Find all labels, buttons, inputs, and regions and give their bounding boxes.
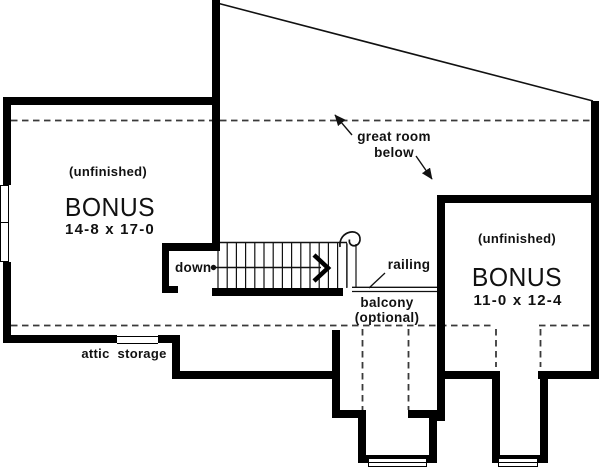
wall-left-room-top xyxy=(3,97,219,105)
wall-chimney2-shaft-left xyxy=(492,371,500,463)
great-room-label-line1: great room xyxy=(357,129,431,144)
chimney1-vent xyxy=(368,458,427,467)
roof-line xyxy=(216,2,594,102)
chimney2-vent xyxy=(498,458,538,467)
wall-left-room-bottom-a xyxy=(3,335,117,343)
down-arrow xyxy=(210,253,332,283)
bonus-right-dimensions: 11-0 x 12-4 xyxy=(473,292,563,309)
wall-chimney1-shaft-left xyxy=(358,410,366,463)
wall-long-bottom xyxy=(172,371,340,379)
wall-right-outer xyxy=(591,101,599,379)
railing-leader-line xyxy=(368,272,386,289)
dashed-attic-lines xyxy=(11,119,591,410)
great-room-arrow-upper xyxy=(334,114,353,136)
window-symbol xyxy=(0,185,9,262)
attic-access-opening xyxy=(117,336,158,344)
wall-chimney1-step-right xyxy=(408,410,445,418)
wall-right-room-bottom-a xyxy=(437,371,500,379)
balcony-label-line2: (optional) xyxy=(354,309,420,325)
balcony-label: balcony (optional) xyxy=(354,295,420,325)
wall-center-vertical xyxy=(212,0,220,251)
wall-stair-top xyxy=(162,243,219,251)
wall-left-outer-lower xyxy=(3,262,11,343)
great-room-arrow-lower xyxy=(415,155,433,180)
railing-label: railing xyxy=(387,257,431,272)
wall-right-room-left xyxy=(437,195,445,421)
railing-volute xyxy=(339,231,361,248)
stairs xyxy=(217,241,357,288)
down-label: down xyxy=(175,260,212,275)
great-room-label-line2: below xyxy=(374,144,414,160)
wall-chimney2-shaft-right xyxy=(540,371,548,463)
wall-stair-foot xyxy=(162,286,178,293)
balcony-label-line1: balcony xyxy=(360,295,414,310)
wall-chimney1-step-left xyxy=(332,410,366,418)
bonus-left-name: BONUS xyxy=(64,192,156,222)
wall-right-room-top xyxy=(437,195,599,203)
great-room-label: great room below xyxy=(357,129,431,160)
balcony-railing xyxy=(352,286,437,293)
bonus-right-name: BONUS xyxy=(471,262,563,292)
bonus-right-note: (unfinished) xyxy=(478,231,556,246)
wall-left-room-bottom-b xyxy=(158,335,180,343)
wall-stairs-bottom xyxy=(212,288,343,296)
wall-chimney1-shaft-right xyxy=(429,410,437,463)
wall-left-outer-upper xyxy=(3,97,11,185)
bonus-left-dimensions: 14-8 x 17-0 xyxy=(65,221,155,238)
attic-storage-label: attic storage xyxy=(81,346,167,361)
wall-stair-left xyxy=(162,243,169,293)
wall-step-down xyxy=(172,335,180,379)
wall-chimney1-left xyxy=(332,330,340,418)
bonus-left-note: (unfinished) xyxy=(69,164,147,179)
wall-right-room-bottom-b xyxy=(538,371,599,379)
